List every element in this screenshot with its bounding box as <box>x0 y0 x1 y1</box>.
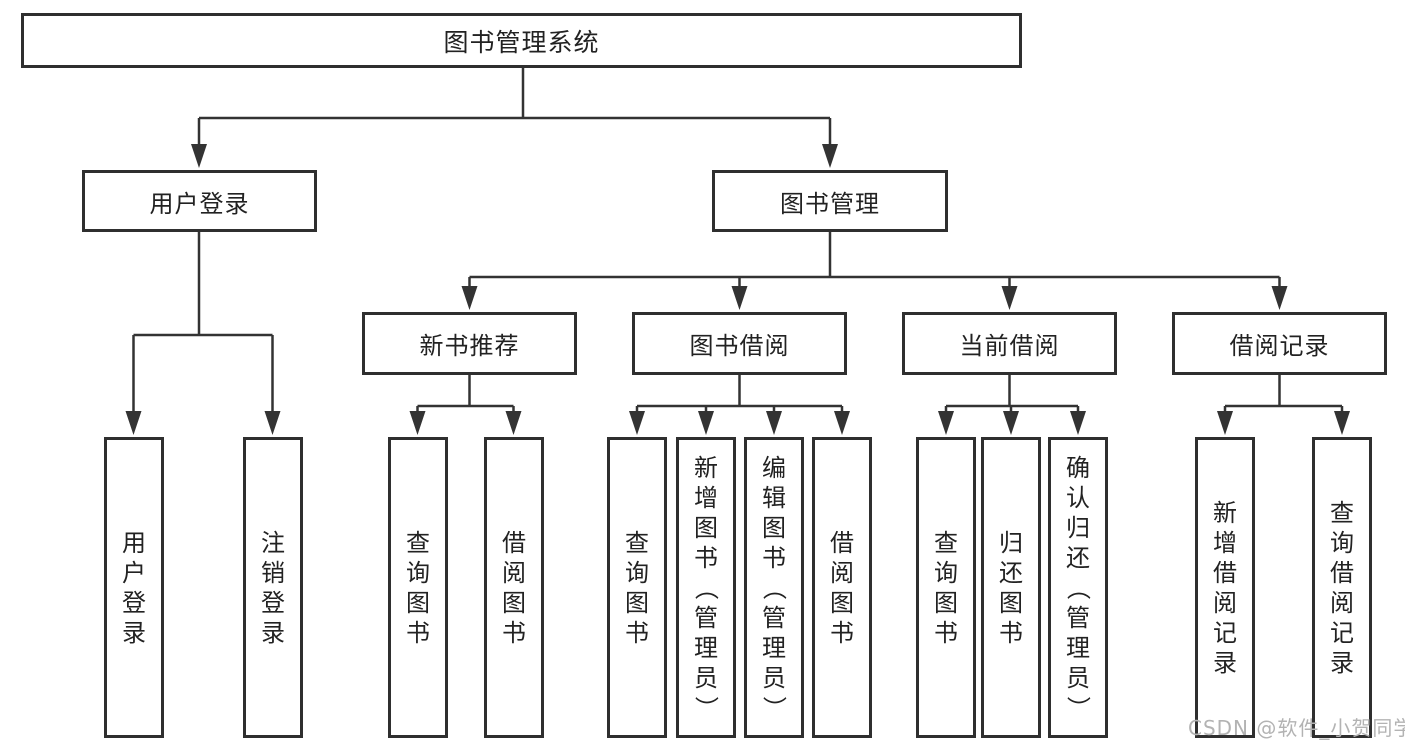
leaf-query-books-current: 查询图书 <box>916 437 976 738</box>
leaf-borrow-books-newbook: 借阅图书 <box>484 437 544 738</box>
node-new-book-recommend: 新书推荐 <box>362 312 577 375</box>
node-borrow-records: 借阅记录 <box>1172 312 1387 375</box>
leaf-query-books-newbook: 查询图书 <box>388 437 448 738</box>
node-current-borrow: 当前借阅 <box>902 312 1117 375</box>
node-book-management: 图书管理 <box>712 170 948 232</box>
leaf-borrow-books-borrow: 借阅图书 <box>812 437 872 738</box>
leaf-user-login: 用户登录 <box>104 437 164 738</box>
node-book-management-system: 图书管理系统 <box>21 13 1022 68</box>
leaf-edit-book-admin: 编辑图书（管理员） <box>744 437 804 738</box>
leaf-query-borrow-record: 查询借阅记录 <box>1312 437 1372 738</box>
leaf-return-book: 归还图书 <box>981 437 1041 738</box>
watermark: CSDN @软件_小贺同学 <box>1188 716 1405 740</box>
leaf-logout: 注销登录 <box>243 437 303 738</box>
leaf-query-books-borrow: 查询图书 <box>607 437 667 738</box>
leaf-confirm-return-admin: 确认归还（管理员） <box>1048 437 1108 738</box>
leaf-add-book-admin: 新增图书（管理员） <box>676 437 736 738</box>
leaf-add-borrow-record: 新增借阅记录 <box>1195 437 1255 738</box>
node-user-login: 用户登录 <box>82 170 317 232</box>
node-book-borrow: 图书借阅 <box>632 312 847 375</box>
